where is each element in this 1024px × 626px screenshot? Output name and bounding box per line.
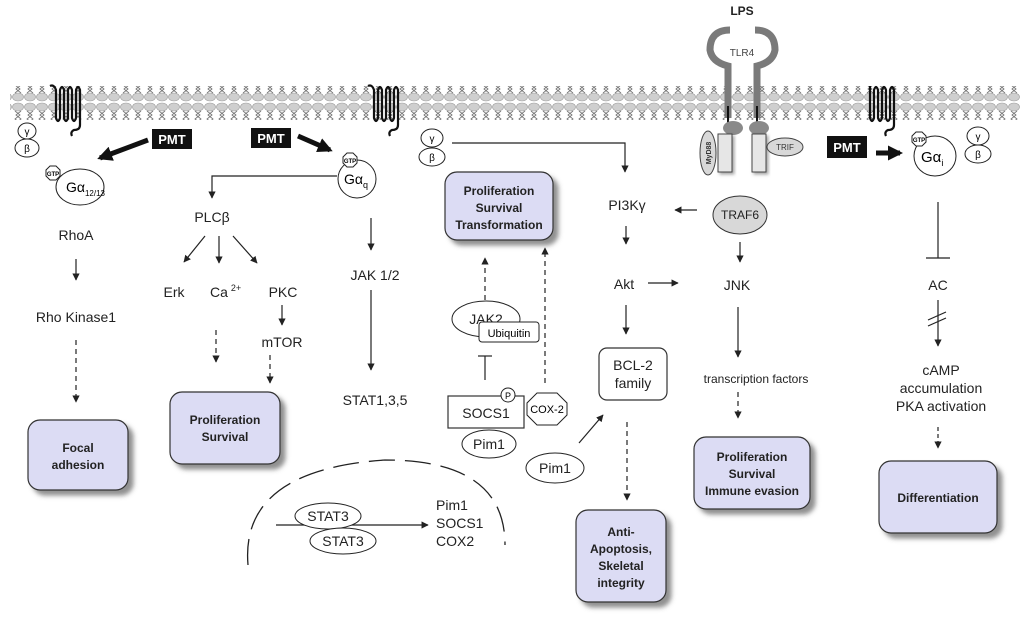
trif-adaptor: TRIF: [766, 137, 804, 157]
plcb-label: PLCβ: [194, 209, 229, 225]
pmt-badge-1: PMT: [97, 129, 192, 161]
outcome-text: Survival: [202, 430, 249, 444]
lps-label: LPS: [730, 4, 753, 18]
akt-label: Akt: [614, 276, 634, 292]
socs1-label: SOCS1: [462, 405, 510, 421]
socs1-complex: SOCS1 P Pim1: [447, 387, 525, 459]
target-gene: SOCS1: [436, 515, 484, 531]
bcl2-label: family: [615, 375, 652, 391]
ac-label: AC: [928, 277, 947, 293]
svg-text:PMT: PMT: [833, 140, 861, 155]
target-gene: Pim1: [436, 497, 468, 513]
outcome-text: Apoptosis,: [590, 542, 652, 556]
pi3k-label: PI3Kγ: [608, 197, 645, 213]
stat3-dimer: STAT3 STAT3: [294, 502, 377, 555]
ubiquitin-label: Ubiquitin: [488, 328, 531, 340]
outcome-text: Survival: [729, 467, 776, 481]
trif-label: TRIF: [776, 143, 794, 152]
outcome-proliferation-survival-transformation: Proliferation Survival Transformation: [444, 171, 554, 241]
gpcr-receptor-1: [49, 84, 82, 137]
myd88-adaptor: MyD88: [699, 130, 717, 176]
outcome-differentiation: Differentiation: [878, 460, 998, 534]
outcome-proliferation-survival-immune-evasion: Proliferation Survival Immune evasion: [693, 436, 811, 510]
gamma-label: γ: [25, 127, 30, 138]
pim1-node: Pim1: [525, 452, 585, 484]
gamma-label: γ: [976, 132, 981, 143]
outcome-text: Differentiation: [897, 491, 978, 505]
gpcr-receptor-2: [367, 84, 400, 137]
pmt-badge-3: PMT: [827, 136, 903, 161]
jak2-ubiquitin: JAK2 Ubiquitin: [451, 300, 540, 343]
mtor-label: mTOR: [262, 334, 303, 350]
rho-kinase-label: Rho Kinase1: [36, 309, 116, 325]
beta-label: β: [24, 144, 30, 155]
outcome-text: Survival: [476, 201, 523, 215]
transcription-factors-label: transcription factors: [704, 372, 809, 386]
g-beta-gamma-right: γ β: [964, 126, 992, 164]
nucleus-boundary: [246, 459, 506, 566]
g-beta-gamma-left: γ β: [14, 122, 40, 158]
tlr4-label: TLR4: [730, 48, 755, 59]
g-alpha-q-label: Gαq: [344, 171, 368, 190]
outcome-text: integrity: [597, 576, 645, 590]
bcl2-label: BCL-2: [613, 357, 653, 373]
outcome-text: Anti-: [607, 525, 634, 539]
beta-label: β: [975, 150, 981, 161]
gtp-label: GTP: [344, 159, 356, 165]
pmt-badge-2: PMT: [251, 128, 333, 153]
pim1-label: Pim1: [473, 436, 505, 452]
rhoa-label: RhoA: [58, 227, 94, 243]
jak12-label: JAK 1/2: [350, 267, 399, 283]
tlr4-receptor: [706, 26, 779, 173]
outcome-text: Immune evasion: [705, 484, 799, 498]
outcome-text: adhesion: [52, 458, 105, 472]
pim1-label: Pim1: [539, 460, 571, 476]
gpcr-receptor-3: [868, 85, 896, 137]
svg-text:PMT: PMT: [257, 131, 285, 146]
pkc-label: PKC: [269, 284, 298, 300]
outcome-text: Proliferation: [464, 184, 535, 198]
target-gene: COX2: [436, 533, 474, 549]
outcome-text: Skeletal: [598, 559, 643, 573]
outcome-proliferation-survival-1: Proliferation Survival: [169, 391, 281, 465]
outcome-text: Transformation: [455, 218, 542, 232]
camp-label: cAMP: [922, 362, 959, 378]
svg-text:PMT: PMT: [158, 132, 186, 147]
gamma-label: γ: [430, 134, 435, 145]
g-alpha-i-label: Gαi: [921, 149, 943, 168]
gtp-label: GTP: [913, 138, 925, 144]
outcome-text: Focal: [62, 441, 93, 455]
inhibition-socs1-jak2: [478, 355, 492, 380]
myd88-label: MyD88: [706, 142, 713, 165]
erk-label: Erk: [164, 284, 186, 300]
gtp-label: GTP: [47, 172, 59, 178]
camp-label: PKA activation: [896, 398, 986, 414]
inhibition-gi-ac: [926, 202, 950, 259]
cox2-label: COX-2: [530, 404, 564, 416]
g-alpha-q: GTP Gαq: [337, 152, 377, 199]
traf6-label: TRAF6: [721, 208, 759, 222]
phospho-label: P: [505, 391, 511, 401]
outcome-focal-adhesion: Focal adhesion: [27, 419, 129, 491]
stat3-label: STAT3: [307, 508, 349, 524]
stat-label: STAT1,3,5: [343, 392, 408, 408]
cox2-node: COX-2: [526, 392, 568, 426]
g-beta-gamma-middle: γ β: [418, 128, 446, 167]
g-alpha-12-13: GTP Gα12/13: [45, 165, 106, 206]
stat3-label: STAT3: [322, 533, 364, 549]
g-alpha-i: GTP Gαi: [911, 131, 957, 177]
cell-membrane: [10, 86, 1020, 120]
camp-label: accumulation: [900, 380, 983, 396]
jnk-label: JNK: [724, 277, 751, 293]
g-alpha-12-13-label: Gα12/13: [66, 179, 106, 198]
outcome-text: Proliferation: [717, 450, 788, 464]
traf6-node: TRAF6: [712, 195, 768, 235]
beta-label: β: [429, 153, 435, 164]
outcome-anti-apoptosis: Anti- Apoptosis, Skeletal integrity: [575, 509, 667, 603]
outcome-text: Proliferation: [190, 413, 261, 427]
bcl2-family: BCL-2 family: [598, 347, 668, 401]
